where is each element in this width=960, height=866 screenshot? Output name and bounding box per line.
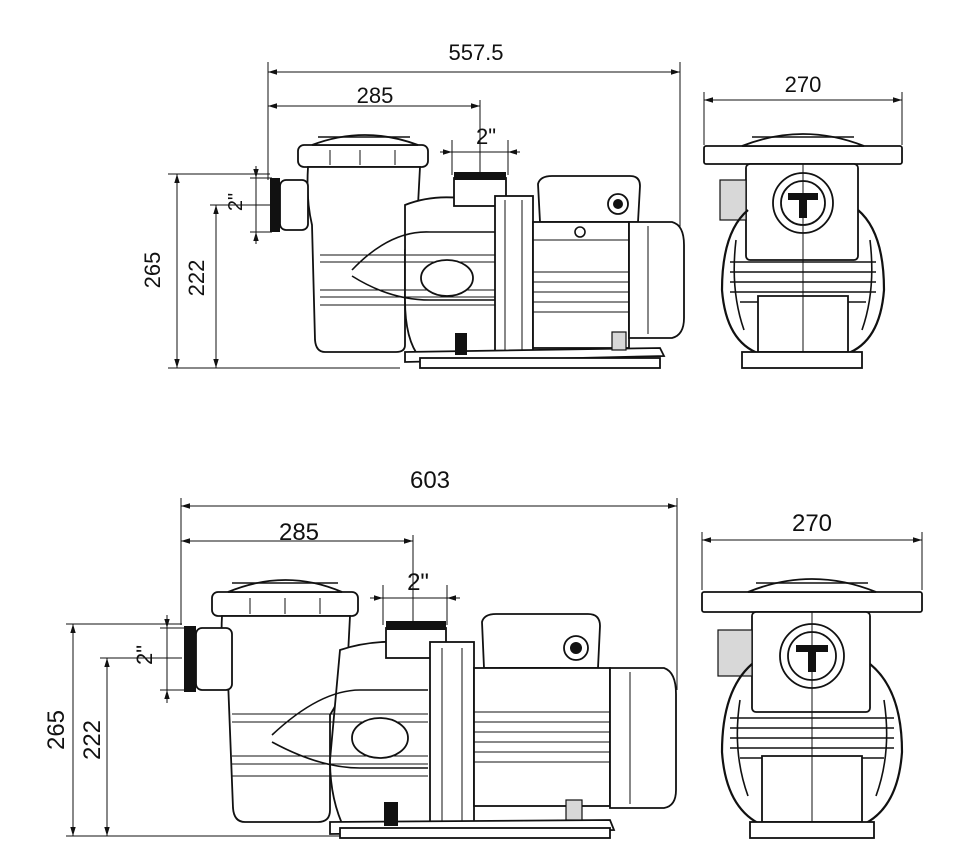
bottom-inlet-outlet-length: 285: [279, 519, 319, 546]
top-inlet-outlet-length: 285: [357, 83, 394, 108]
top-inlet-size: 2": [225, 193, 247, 211]
bottom-overall-height: 265: [43, 710, 70, 750]
bottom-inlet-size: 2": [132, 645, 157, 665]
top-outlet-size: 2": [476, 124, 496, 149]
top-pump-end-view: [703, 133, 903, 369]
top-end-view-width: 270: [785, 72, 822, 97]
bottom-overall-length: 603: [410, 467, 450, 494]
bottom-dimensions: 603 285 2" 265 222 2" 270: [43, 467, 923, 837]
top-overall-length: 557.5: [448, 40, 503, 65]
bottom-pump-end-view: [701, 578, 923, 839]
bottom-pump-side-view: [184, 579, 677, 839]
bottom-inlet-height: 222: [79, 720, 106, 760]
top-overall-height: 265: [140, 252, 165, 289]
bottom-end-view-width: 270: [792, 510, 832, 537]
bottom-outlet-size: 2": [407, 569, 429, 596]
top-pump-side-view: [270, 134, 685, 369]
top-dimensions: 557.5 285 2" 265 222 2" 270: [140, 40, 903, 369]
top-inlet-height: 222: [184, 260, 209, 297]
